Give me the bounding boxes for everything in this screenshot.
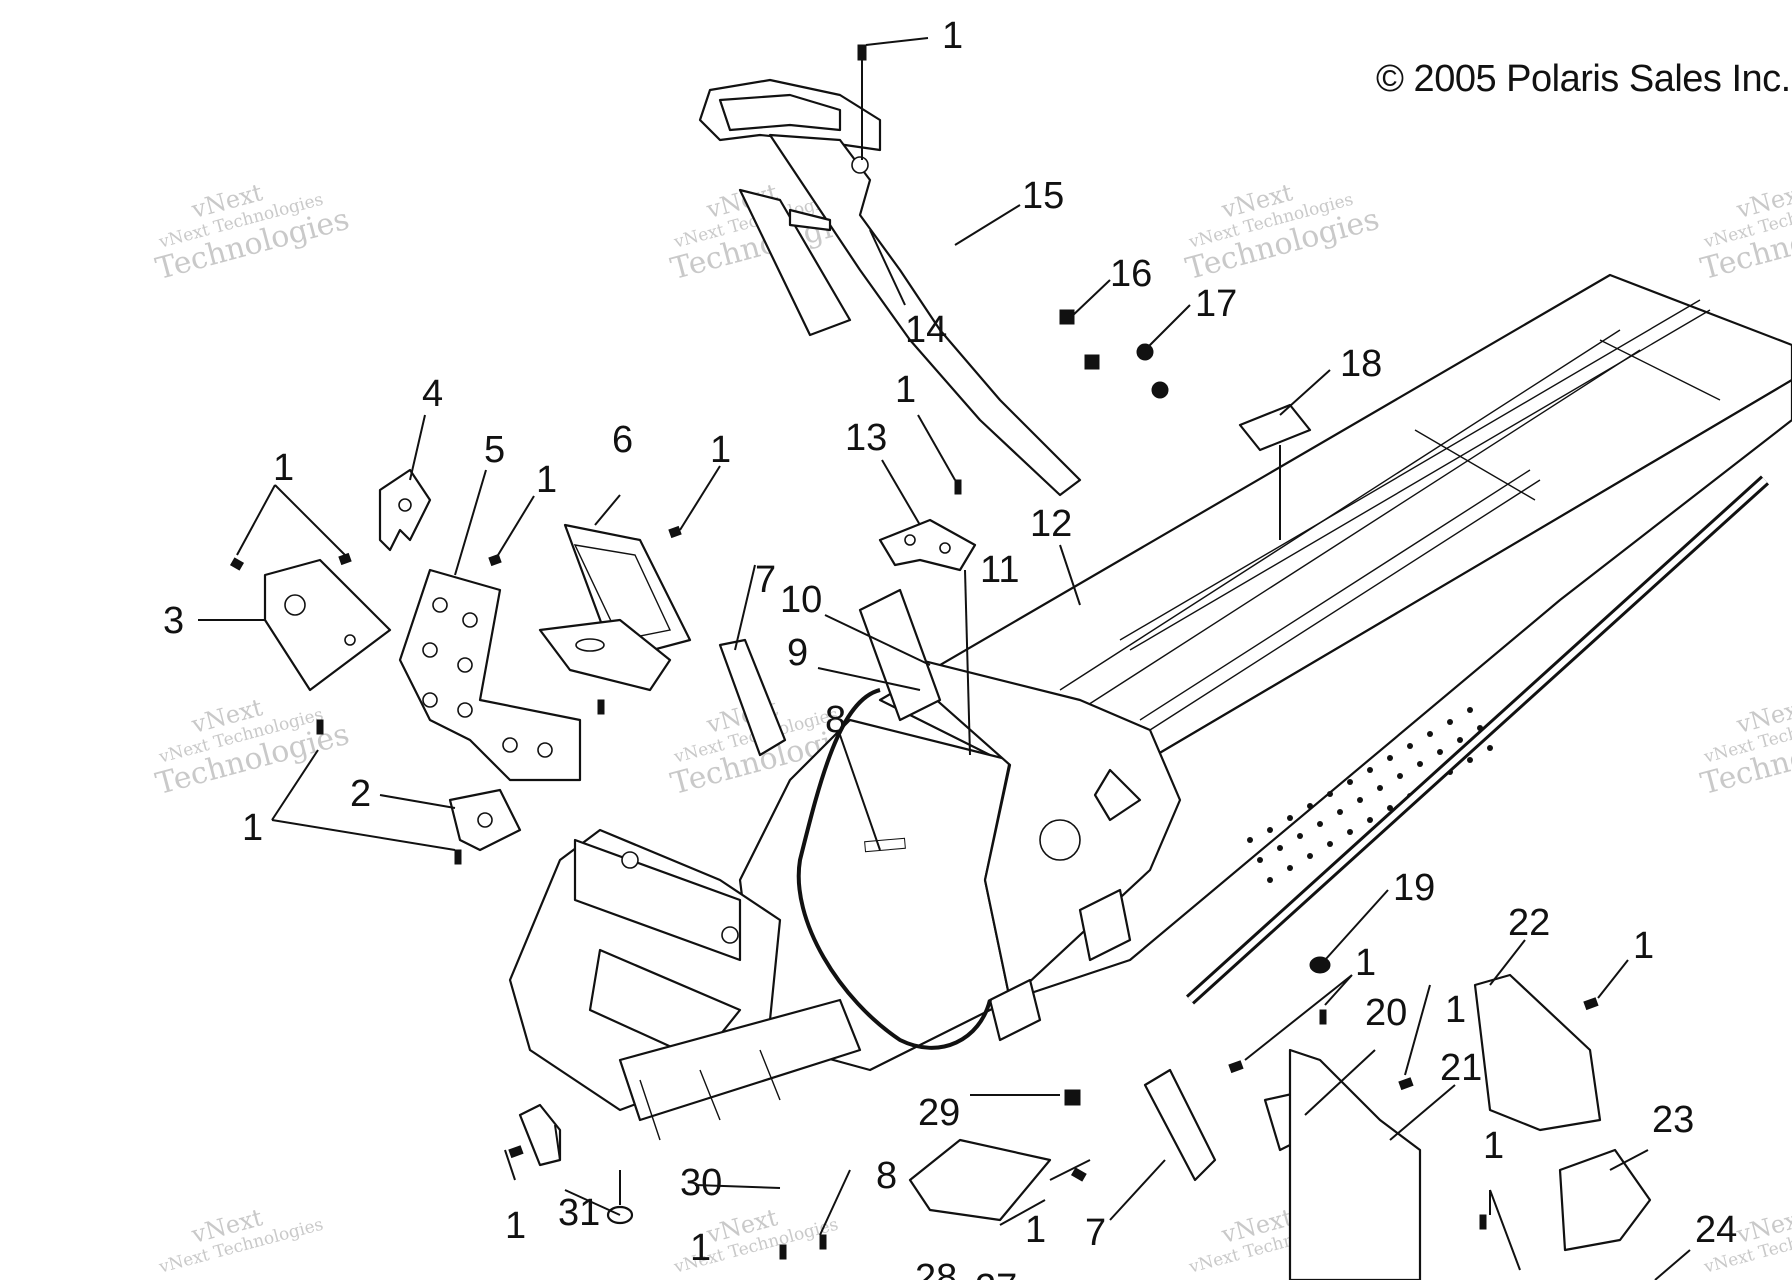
watermark: vNext vNext Technologies Technologies: [1697, 693, 1792, 802]
part-7-lower-plate: [1143, 1068, 1217, 1182]
watermark: vNext vNext Technologies Technologies: [152, 178, 353, 287]
callout-4: 4: [422, 373, 443, 415]
callout-7: 7: [755, 559, 776, 601]
callout-10: 10: [780, 579, 822, 621]
part-5-plate: [398, 568, 582, 782]
watermark: vNext vNext Technologies Technologies: [1182, 178, 1383, 287]
watermark: vNext vNext Technologies Technologies: [152, 693, 353, 802]
part-3-bracket: [263, 558, 392, 692]
part-13-bracket: [878, 518, 977, 572]
watermark: vNext vNext Technologies Technologies: [1697, 178, 1792, 287]
callout-1: 1: [242, 807, 263, 849]
leader-lines: [198, 37, 1691, 1280]
callout-11: 11: [980, 549, 1019, 591]
callout-1: 1: [273, 447, 294, 489]
callout-15: 15: [1022, 175, 1064, 217]
fasteners: [229, 44, 1599, 1260]
callout-30: 30: [680, 1162, 722, 1204]
callout-1: 1: [536, 459, 557, 501]
callout-3: 3: [163, 600, 184, 642]
callout-1: 1: [690, 1227, 711, 1269]
callout-labels: 1 15 14 16 17 18 1 13 12 11 10 9 7 8 1 3…: [163, 15, 1737, 1280]
part-31-clip: [518, 1103, 562, 1167]
callout-27: 27: [975, 1267, 1017, 1280]
callout-1: 1: [1025, 1209, 1046, 1251]
callout-29: 29: [918, 1092, 960, 1134]
callout-8: 8: [825, 699, 846, 741]
callout-21: 21: [1440, 1047, 1482, 1089]
callout-14: 14: [905, 309, 947, 351]
part-4-bracket: [378, 468, 432, 552]
part-23-plate: [1558, 1148, 1652, 1252]
part-29-bolt: [1064, 1089, 1081, 1106]
callout-6: 6: [612, 419, 633, 461]
callout-24: 24: [1695, 1209, 1737, 1251]
callout-2: 2: [350, 773, 371, 815]
copyright-notice: © 2005 Polaris Sales Inc.: [1376, 58, 1791, 100]
callout-12: 12: [1030, 503, 1072, 545]
callout-1: 1: [942, 15, 963, 57]
brake-line: [796, 688, 992, 1050]
callout-16: 16: [1110, 253, 1152, 295]
watermark: vNext vNext Technologies: [156, 1203, 325, 1278]
callout-31: 31: [558, 1192, 600, 1234]
callout-22: 22: [1508, 902, 1550, 944]
chassis-tunnel: [878, 273, 1792, 1005]
callout-13: 13: [845, 417, 887, 459]
front-suspension-frame: [508, 828, 862, 1141]
callout-1: 1: [1483, 1125, 1504, 1167]
steering-support: [698, 78, 1082, 497]
part-28-skid: [908, 1138, 1052, 1222]
front-bulkhead: [738, 588, 1182, 1072]
part-22-cover: [1473, 973, 1602, 1132]
callout-20: 20: [1365, 992, 1407, 1034]
callout-5: 5: [484, 429, 505, 471]
callout-18: 18: [1340, 343, 1382, 385]
callout-9: 9: [787, 632, 808, 674]
callout-1: 1: [1445, 989, 1466, 1031]
callout-17: 17: [1195, 283, 1237, 325]
callout-23: 23: [1652, 1099, 1694, 1141]
tunnel-vent-holes: [1247, 707, 1493, 883]
part-18-decal: [1238, 403, 1312, 452]
callout-7: 7: [1085, 1212, 1106, 1254]
part-21-cover: [1288, 1048, 1422, 1280]
part-2-bracket: [448, 788, 522, 852]
callout-28: 28: [915, 1257, 957, 1280]
callout-1: 1: [505, 1205, 526, 1247]
callout-19: 19: [1393, 867, 1435, 909]
part-6-bracket: [538, 523, 692, 692]
callout-1: 1: [1355, 942, 1376, 984]
callout-8: 8: [876, 1155, 897, 1197]
callout-1: 1: [710, 429, 731, 471]
callout-1: 1: [1633, 925, 1654, 967]
callout-1: 1: [895, 369, 916, 411]
